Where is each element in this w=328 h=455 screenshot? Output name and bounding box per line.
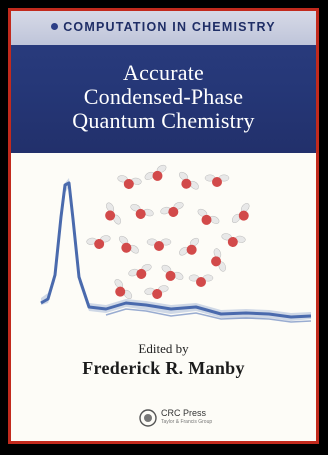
water-molecule	[114, 279, 133, 300]
editor-name: Frederick R. Manby	[82, 358, 245, 378]
water-molecule	[144, 164, 167, 181]
publisher-name: CRC Press	[161, 408, 207, 418]
title-line-3: Quantum Chemistry	[72, 108, 255, 133]
secondary-curve	[105, 308, 312, 323]
water-molecule	[117, 175, 142, 189]
series-dot-icon	[51, 23, 59, 30]
title-line-2: Condensed-Phase	[83, 84, 244, 109]
title-line-1: Accurate	[123, 60, 204, 85]
water-molecule	[118, 235, 139, 254]
water-molecule	[105, 202, 122, 225]
title-banner: COMPUTATION IN CHEMISTRY Accurate Conden…	[11, 11, 316, 153]
crc-press-logo-icon	[139, 409, 157, 427]
correlation-curve	[40, 181, 312, 319]
water-molecule	[86, 235, 111, 249]
editor-block: Edited by Frederick R. Manby	[11, 341, 316, 379]
publisher-subtitle: Taylor & Francis Group	[161, 419, 213, 425]
water-molecule	[231, 203, 250, 224]
water-molecule	[221, 233, 246, 247]
water-molecule	[197, 208, 220, 225]
series-band: COMPUTATION IN CHEMISTRY	[11, 11, 316, 45]
water-molecule	[211, 248, 226, 272]
book-title: Accurate Condensed-Phase Quantum Chemist…	[11, 61, 316, 133]
water-molecule	[179, 237, 200, 256]
water-molecule	[146, 238, 172, 251]
water-molecule	[204, 174, 230, 187]
water-molecule	[160, 202, 184, 217]
water-molecule	[161, 264, 184, 281]
series-label: COMPUTATION IN CHEMISTRY	[11, 20, 316, 34]
water-molecule	[128, 264, 152, 279]
water-molecule	[188, 274, 214, 287]
water-molecule	[178, 171, 199, 190]
water-molecule	[130, 204, 154, 219]
curve-shade	[41, 178, 311, 321]
book-cover: COMPUTATION IN CHEMISTRY Accurate Conden…	[8, 8, 319, 444]
edited-by-label: Edited by	[138, 341, 189, 356]
water-molecule	[144, 285, 169, 299]
series-text: COMPUTATION IN CHEMISTRY	[63, 20, 276, 34]
water-cluster	[86, 164, 250, 300]
cover-illustration	[40, 164, 312, 323]
